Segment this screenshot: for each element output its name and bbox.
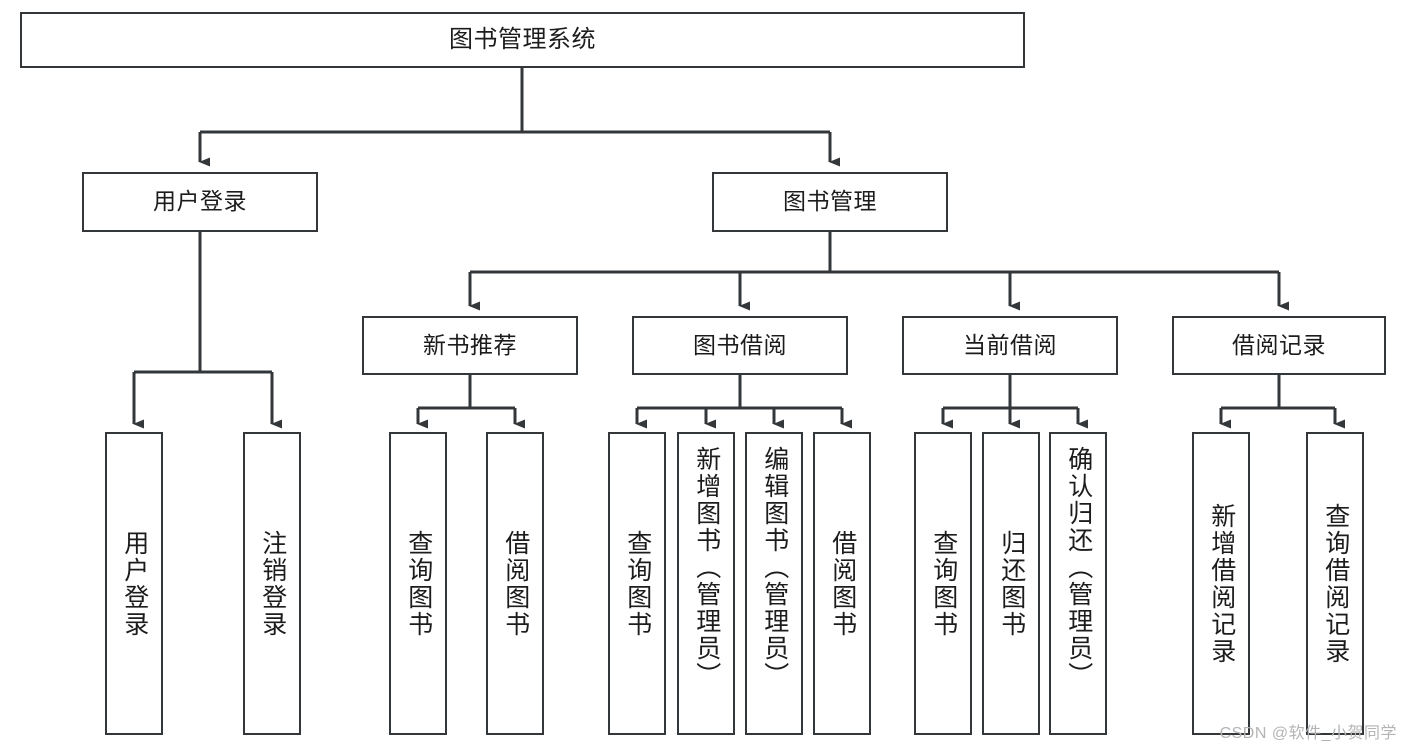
leaf-new-book-query-book-label: 查询图书 bbox=[404, 529, 433, 638]
leaf-user-login-login-label: 用户登录 bbox=[120, 529, 149, 638]
node-new-book-recommend-label: 新书推荐 bbox=[423, 331, 517, 358]
node-borrow-record[interactable]: 借阅记录 bbox=[1172, 316, 1386, 375]
node-book-borrow-label: 图书借阅 bbox=[693, 331, 787, 358]
node-book-management-label: 图书管理 bbox=[783, 188, 877, 215]
node-root-book-management-system[interactable]: 图书管理系统 bbox=[20, 12, 1025, 68]
leaf-book-borrow-add-book-admin-label: 新增图书（管理员） bbox=[692, 446, 721, 689]
leaf-book-borrow-edit-book-admin-label: 编辑图书（管理员） bbox=[760, 446, 789, 689]
leaf-new-book-query-book[interactable]: 查询图书 bbox=[389, 432, 447, 735]
leaf-borrow-record-add-record-label: 新增借阅记录 bbox=[1207, 502, 1236, 665]
leaf-book-borrow-borrow-book[interactable]: 借阅图书 bbox=[813, 432, 871, 735]
node-book-borrow[interactable]: 图书借阅 bbox=[632, 316, 848, 375]
node-current-borrow[interactable]: 当前借阅 bbox=[902, 316, 1118, 375]
node-user-login[interactable]: 用户登录 bbox=[82, 172, 318, 232]
leaf-current-borrow-query-book[interactable]: 查询图书 bbox=[914, 432, 972, 735]
node-current-borrow-label: 当前借阅 bbox=[963, 331, 1057, 358]
leaf-book-borrow-add-book-admin[interactable]: 新增图书（管理员） bbox=[677, 432, 735, 735]
leaf-user-login-login[interactable]: 用户登录 bbox=[105, 432, 163, 735]
leaf-current-borrow-return-book[interactable]: 归还图书 bbox=[982, 432, 1040, 735]
leaf-borrow-record-query-record[interactable]: 查询借阅记录 bbox=[1306, 432, 1364, 735]
leaf-book-borrow-query-book[interactable]: 查询图书 bbox=[608, 432, 666, 735]
node-new-book-recommend[interactable]: 新书推荐 bbox=[362, 316, 578, 375]
leaf-current-borrow-return-book-label: 归还图书 bbox=[997, 529, 1026, 638]
leaf-user-login-logout[interactable]: 注销登录 bbox=[243, 432, 301, 735]
leaf-user-login-logout-label: 注销登录 bbox=[258, 529, 287, 638]
node-borrow-record-label: 借阅记录 bbox=[1232, 331, 1326, 358]
leaf-book-borrow-edit-book-admin[interactable]: 编辑图书（管理员） bbox=[745, 432, 803, 735]
node-root-label: 图书管理系统 bbox=[449, 25, 596, 53]
leaf-current-borrow-confirm-return-admin[interactable]: 确认归还（管理员） bbox=[1049, 432, 1107, 735]
leaf-current-borrow-confirm-return-admin-label: 确认归还（管理员） bbox=[1064, 446, 1093, 689]
leaf-new-book-borrow-book[interactable]: 借阅图书 bbox=[486, 432, 544, 735]
leaf-current-borrow-query-book-label: 查询图书 bbox=[929, 529, 958, 638]
node-book-management[interactable]: 图书管理 bbox=[712, 172, 948, 232]
node-user-login-label: 用户登录 bbox=[153, 188, 247, 215]
leaf-new-book-borrow-book-label: 借阅图书 bbox=[501, 529, 530, 638]
leaf-book-borrow-query-book-label: 查询图书 bbox=[623, 529, 652, 638]
leaf-book-borrow-borrow-book-label: 借阅图书 bbox=[828, 529, 857, 638]
leaf-borrow-record-add-record[interactable]: 新增借阅记录 bbox=[1192, 432, 1250, 735]
leaf-borrow-record-query-record-label: 查询借阅记录 bbox=[1321, 502, 1350, 665]
